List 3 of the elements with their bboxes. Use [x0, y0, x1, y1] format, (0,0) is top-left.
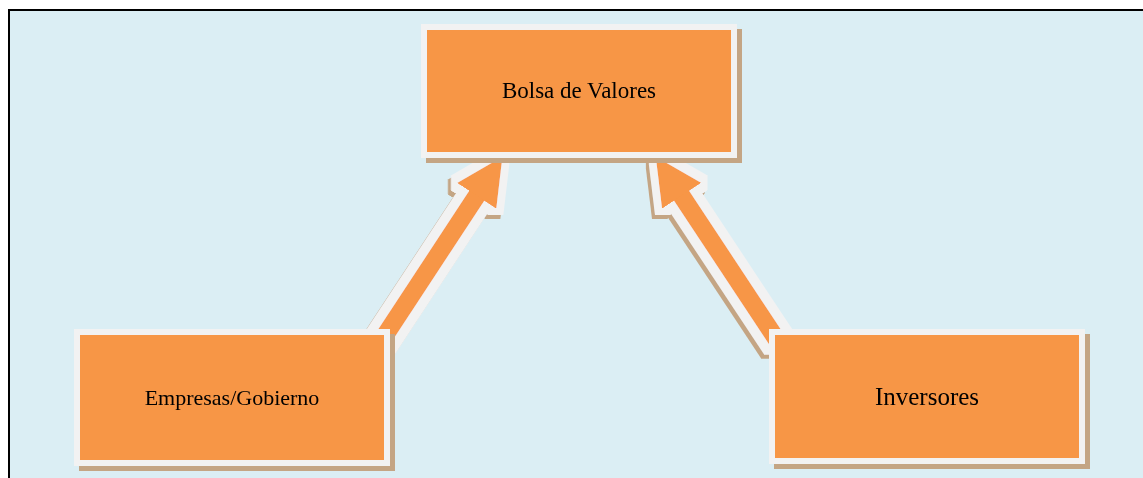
box-label: Bolsa de Valores — [501, 78, 657, 104]
box-label: Inversores — [874, 382, 980, 411]
box-label: Empresas/Gobierno — [144, 384, 320, 411]
